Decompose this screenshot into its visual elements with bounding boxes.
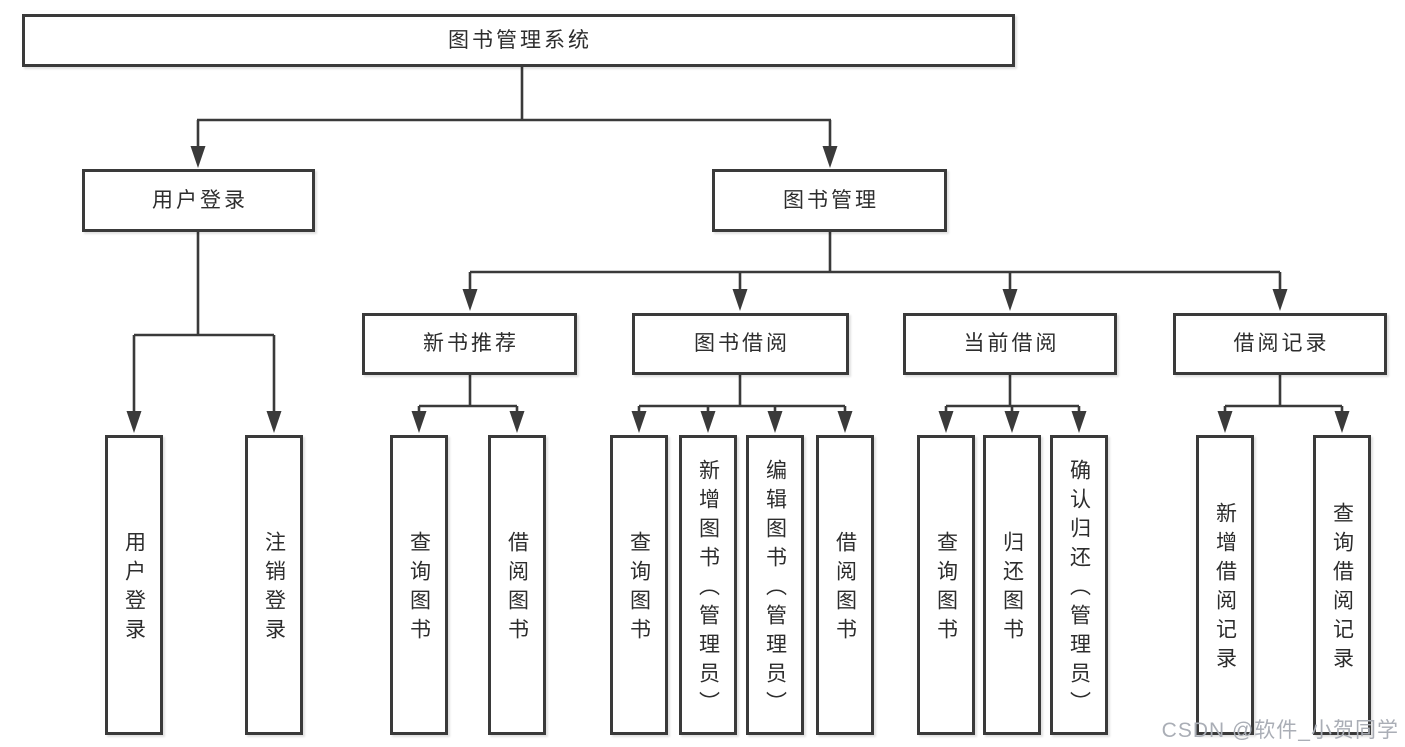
node-new-book-recommendation: 新书推荐: [362, 313, 577, 375]
leaf-add-borrow-record: 新增借阅记录: [1196, 435, 1254, 735]
csdn-watermark: CSDN @软件_小贺同学: [1161, 719, 1399, 742]
node-user-login: 用户登录: [82, 169, 315, 232]
leaf-query-books-2: 查询图书: [610, 435, 668, 735]
leaf-add-books-admin: 新增图书（管理员）: [679, 435, 737, 735]
leaf-query-books: 查询图书: [390, 435, 448, 735]
node-current-borrowing: 当前借阅: [903, 313, 1117, 375]
node-root-library-management-system: 图书管理系统: [22, 14, 1015, 67]
leaf-logout: 注销登录: [245, 435, 303, 735]
leaf-user-login: 用户登录: [105, 435, 163, 735]
node-book-borrowing: 图书借阅: [632, 313, 849, 375]
leaf-borrow-books: 借阅图书: [488, 435, 546, 735]
leaf-edit-books-admin: 编辑图书（管理员）: [746, 435, 804, 735]
leaf-query-books-3: 查询图书: [917, 435, 975, 735]
node-book-management: 图书管理: [712, 169, 947, 232]
leaf-return-books: 归还图书: [983, 435, 1041, 735]
leaf-confirm-return-admin: 确认归还（管理员）: [1050, 435, 1108, 735]
connector-arrowheads: [126, 146, 1350, 433]
leaf-borrow-books-2: 借阅图书: [816, 435, 874, 735]
node-borrowing-records: 借阅记录: [1173, 313, 1387, 375]
leaf-query-borrow-record: 查询借阅记录: [1313, 435, 1371, 735]
connector-segments: [132, 67, 1344, 414]
